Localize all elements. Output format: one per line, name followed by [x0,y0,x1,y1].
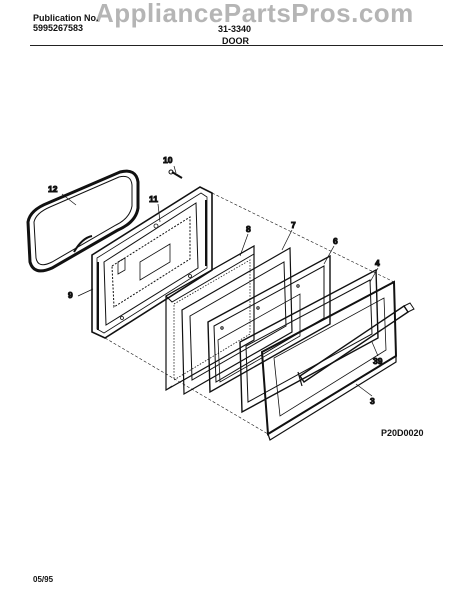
callout-10: 10 [163,155,173,165]
part-insulation [165,244,255,392]
callout-11: 11 [149,194,158,204]
callout-4: 4 [375,258,380,268]
callout-6: 6 [333,236,338,246]
publication-number: 5995267583 [33,23,84,33]
callout-3: 3 [370,396,375,406]
callout-12: 12 [48,184,58,194]
part-gasket [26,169,140,273]
publication-label: Publication No. [33,13,99,23]
part-door-handle [297,302,415,387]
part-outer-glass [239,268,379,414]
part-door-liner [181,246,293,396]
alignment-lines [104,192,395,435]
header-rule [30,45,443,46]
part-screw [168,169,183,179]
callout-7: 7 [291,220,296,230]
part-inner-door-panel [91,186,213,339]
part-outer-door-frame [260,280,398,441]
callout-39: 39 [373,356,383,366]
callout-8: 8 [246,224,251,234]
model-number: 31-3340 [218,24,252,34]
callout-9: 9 [68,290,73,300]
part-inner-glass-frame [207,254,331,394]
section-title: DOOR [222,36,249,46]
leader-lines [61,165,379,397]
figure-code: P20D0020 [381,428,424,438]
date-code: 05/95 [33,575,54,584]
